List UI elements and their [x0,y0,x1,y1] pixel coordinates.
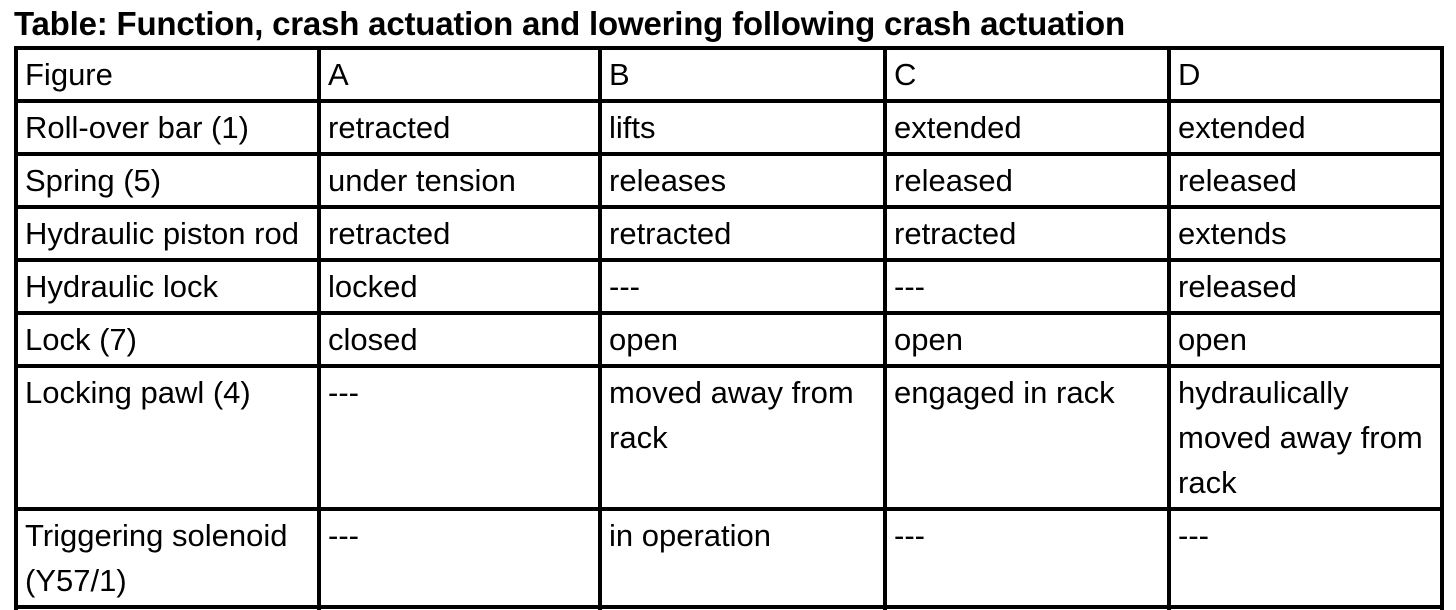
table-cell: retracted [883,205,1171,262]
table-cell-empty [317,605,602,610]
table-cell: closed [317,311,602,368]
table-cell: extended [883,99,1171,156]
table-cell: open [883,311,1171,368]
row-label: Roll-over bar (1) [14,99,321,156]
column-header-d: D [1167,46,1444,103]
table-cell: retracted [317,205,602,262]
table-cell: --- [1167,507,1444,609]
table-cell: released [883,152,1171,209]
table-cell: --- [883,258,1171,315]
table-cell: hydraulically moved away from rack [1167,364,1444,511]
table-cell: extended [1167,99,1444,156]
table-cell: extends [1167,205,1444,262]
row-label: Lock (7) [14,311,321,368]
table-cell: released [1167,152,1444,209]
table-title: Table: Function, crash actuation and low… [14,5,1125,42]
function-table: Figure A B C D Roll-over bar (1) retract… [14,46,1444,610]
table-cell-empty [883,605,1171,610]
table-cell: releases [598,152,887,209]
table-row-lock: Lock (7) closed open open open [14,311,1444,368]
table-row-spring: Spring (5) under tension releases releas… [14,152,1444,209]
table-cell-empty [14,605,321,610]
table-row-hydraulic-piston-rod: Hydraulic piston rod retracted retracted… [14,205,1444,262]
header-row: Figure A B C D [14,46,1444,103]
column-header-a: A [317,46,602,103]
table-cell: engaged in rack [883,364,1171,511]
table-cell: open [1167,311,1444,368]
table-row-roll-over-bar: Roll-over bar (1) retracted lifts extend… [14,99,1444,156]
table-cell: --- [317,507,602,609]
row-label: Triggering solenoid (Y57/1) [14,507,321,609]
table-cell: lifts [598,99,887,156]
table-cell-empty [598,605,887,610]
table-cell: released [1167,258,1444,315]
table-cell: retracted [598,205,887,262]
table-cell: in operation [598,507,887,609]
column-header-c: C [883,46,1171,103]
table-row-hydraulic-lock: Hydraulic lock locked --- --- released [14,258,1444,315]
table-cell: locked [317,258,602,315]
table-row-triggering-solenoid: Triggering solenoid (Y57/1) --- in opera… [14,507,1444,609]
table-cell: moved away from rack [598,364,887,511]
column-header-figure: Figure [14,46,321,103]
row-label: Spring (5) [14,152,321,209]
row-label: Locking pawl (4) [14,364,321,511]
table-cell: open [598,311,887,368]
table-cell-empty [1167,605,1444,610]
table-cell: --- [883,507,1171,609]
table-cell: retracted [317,99,602,156]
table-row-locking-pawl: Locking pawl (4) --- moved away from rac… [14,364,1444,511]
row-label: Hydraulic lock [14,258,321,315]
table-row-clipped [14,605,1444,610]
table-cell: under tension [317,152,602,209]
row-label: Hydraulic piston rod [14,205,321,262]
column-header-b: B [598,46,887,103]
table-cell: --- [317,364,602,511]
table-cell: --- [598,258,887,315]
